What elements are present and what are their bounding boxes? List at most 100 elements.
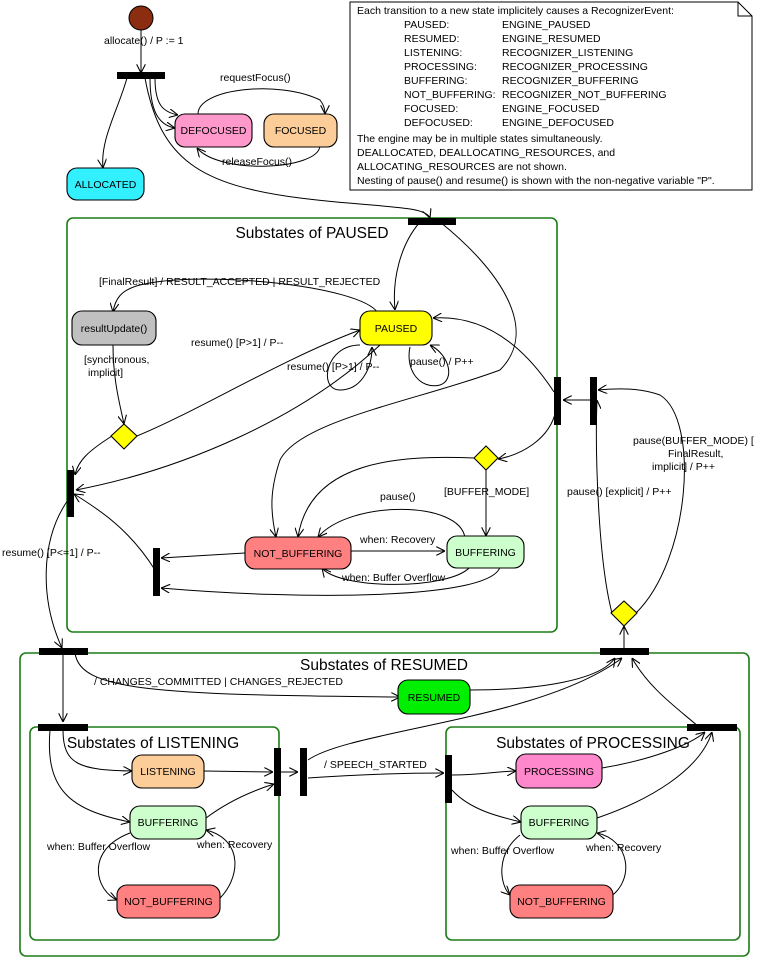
label-synchronous-1: [synchronous, — [84, 354, 149, 366]
label-pause-inc: pause() / P++ — [410, 356, 474, 368]
edge-notbuf-to-bar — [161, 552, 246, 558]
edge-right-bar-to-paused — [433, 318, 555, 393]
edge-join-to-resumed-join — [632, 658, 701, 729]
label-resume-gt1-a: resume() [P>1] / P-- — [191, 337, 284, 349]
fork-bar-speech — [300, 748, 307, 796]
state-focused — [263, 113, 338, 148]
region-resumed-title: Substates of RESUMED — [300, 657, 468, 674]
edge-bar-to-resumed-join — [307, 658, 622, 761]
edge-pause-loop — [408, 345, 450, 387]
edge-overflow-listening — [97, 832, 131, 900]
state-buffering-listening-label: BUFFERING — [138, 817, 199, 829]
label-synchronous-2: implicit] — [88, 367, 123, 379]
state-allocated-label: ALLOCATED — [75, 179, 137, 191]
edge-fork-to-notbuffering — [272, 221, 517, 537]
label-pause-buffer-2: FinalResult, — [668, 448, 723, 460]
edge-to-buffering-listening — [48, 729, 130, 822]
state-not-buffering-paused — [244, 536, 352, 570]
state-listening-label: LISTENING — [140, 766, 195, 778]
note-event-name: ENGINE_RESUMED — [502, 33, 601, 45]
label-pause-explicit: pause() [explicit] / P++ — [567, 486, 671, 498]
state-listening — [131, 754, 205, 789]
join-bar-resumed — [600, 648, 649, 655]
state-result-update-label: resultUpdate() — [81, 323, 148, 335]
edge-paused-to-left-bar — [76, 344, 381, 490]
note-state-name: FOCUSED: — [404, 103, 458, 115]
choice-diamond-result — [110, 423, 138, 450]
join-bar-paused-bottom — [153, 548, 160, 596]
edge-fork-to-paused — [394, 221, 421, 310]
note-line: DEALLOCATED, DEALLOCATING_RESOURCES, and — [357, 147, 615, 159]
label-request-focus: requestFocus() — [220, 72, 291, 84]
note-event-name: ENGINE_PAUSED — [502, 19, 591, 31]
transitions — [45, 30, 712, 900]
edge-final-result — [113, 278, 379, 314]
edge-release-focus — [197, 145, 321, 167]
state-not-buffering-listening-label: NOT_BUFFERING — [124, 896, 213, 908]
label-when-recovery-paused: when: Recovery — [359, 534, 436, 546]
choice-diamond-pause — [610, 600, 638, 627]
edge-resume-gt1-diamond — [136, 330, 360, 437]
label-allocate: allocate() / P := 1 — [104, 35, 184, 47]
edge-when-overflow-paused — [322, 566, 471, 585]
note-state-name: BUFFERING: — [404, 75, 468, 87]
edge-to-buffering-processing — [451, 789, 521, 822]
state-buffering-processing — [520, 805, 598, 840]
join-bar-right-a — [554, 377, 561, 425]
edge-request-focus — [197, 88, 325, 115]
region-paused-title: Substates of PAUSED — [235, 225, 388, 242]
edge-pause-buffer-mode — [598, 389, 685, 614]
label-speech-started: / SPEECH_STARTED — [324, 759, 427, 771]
fork-bar-paused — [408, 218, 456, 225]
edge-to-allocated — [103, 77, 128, 168]
state-processing-label: PROCESSING — [524, 766, 594, 778]
state-not-buffering-listening — [116, 884, 221, 919]
region-listening-title: Substates of LISTENING — [67, 735, 239, 752]
note-state-name: LISTENING: — [404, 47, 462, 59]
edge-diamond-to-left-bar — [75, 435, 113, 475]
state-not-buffering-paused-label: NOT_BUFFERING — [254, 548, 343, 560]
region-listening — [29, 726, 280, 941]
label-resume-gt1-b: resume() [P>1] / P-- — [287, 361, 380, 373]
edge-to-focused-split — [154, 77, 178, 115]
note-line: ALLOCATING_RESOURCES are not shown. — [357, 161, 567, 173]
note-event-name: RECOGNIZER_NOT_BUFFERING — [502, 89, 667, 101]
state-result-update — [71, 310, 157, 346]
choice-nodes — [110, 423, 638, 627]
note-event-name: ENGINE_FOCUSED — [502, 103, 600, 115]
edge-pause-buffering — [318, 508, 466, 539]
fork-bar-left — [67, 470, 74, 517]
edge-overflow-processing — [502, 834, 521, 895]
edge-to-defocused — [149, 77, 175, 128]
region-processing — [445, 726, 741, 941]
edge-buffering-to-bar — [161, 566, 501, 596]
label-changes: / CHANGES_COMMITTED | CHANGES_REJECTED — [94, 676, 343, 688]
state-buffering-listening — [129, 805, 207, 840]
fork-bar-top — [117, 72, 165, 79]
choice-diamond-buffer — [473, 445, 499, 471]
edge-to-paused-fork — [144, 77, 430, 218]
edge-pause-explicit — [596, 400, 613, 614]
note-intro: Each transition to a new state implicite… — [357, 5, 674, 17]
fork-bars — [38, 72, 737, 803]
label-when-overflow-paused: when: Buffer Overflow — [341, 572, 446, 584]
edge-listening-to-bar — [203, 771, 273, 772]
label-pause-buffer-3: implicit] / P++ — [652, 461, 715, 473]
edge-to-processing — [451, 771, 516, 775]
join-bar-right-b — [590, 377, 597, 425]
edge-buffering-to-bar-l — [205, 784, 274, 819]
edge-speech-started — [307, 773, 444, 779]
edge-changes — [74, 652, 400, 697]
fork-bar-resumed — [39, 648, 88, 655]
note-box: Each transition to a new state implicite… — [349, 1, 753, 191]
fork-bar-listening — [38, 724, 88, 731]
label-pause-buffer-1: pause(BUFFER_MODE) [ — [633, 435, 754, 447]
note-state-name: PAUSED: — [404, 19, 449, 31]
state-buffering-paused — [446, 535, 525, 569]
edge-synchronous — [112, 344, 124, 424]
initial-state — [128, 5, 154, 31]
note-state-name: NOT_BUFFERING: — [404, 89, 496, 101]
label-when-recovery-processing: when: Recovery — [585, 842, 662, 854]
state-allocated — [66, 167, 145, 201]
